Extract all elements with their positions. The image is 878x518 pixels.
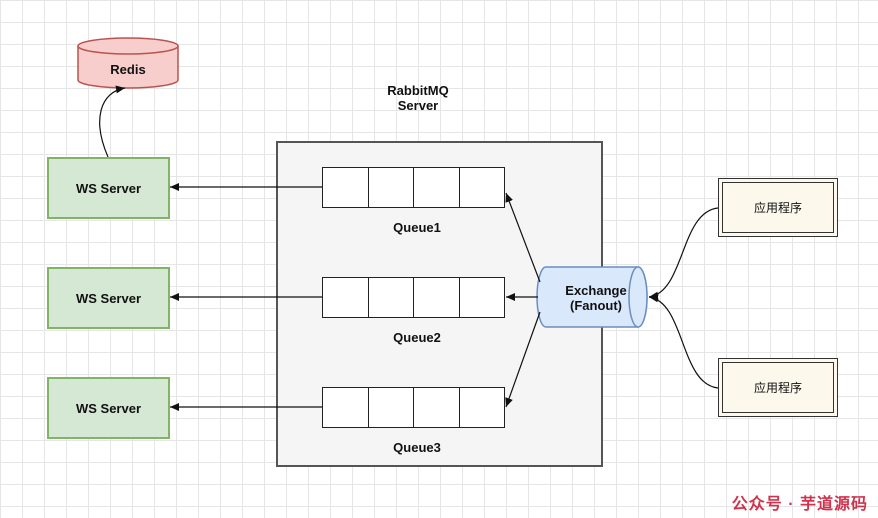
- ws-server-3: WS Server: [47, 377, 170, 439]
- rabbitmq-title-line2: Server: [397, 98, 439, 113]
- application-1: 应用程序: [718, 178, 838, 237]
- queue3-label: Queue3: [393, 440, 441, 455]
- queue2-label: Queue2: [393, 330, 441, 345]
- exchange-cylinder: [536, 266, 648, 328]
- queue1-label: Queue1: [393, 220, 441, 235]
- ws-to-redis-arrow: [99, 85, 126, 158]
- queue2-box: [322, 277, 505, 318]
- application-2: 应用程序: [718, 358, 838, 417]
- exchange-label-line1: Exchange: [565, 283, 627, 298]
- rabbitmq-title: RabbitMQ Server: [368, 83, 468, 113]
- redis-label: Redis: [110, 62, 146, 77]
- exchange-label-line2: (Fanout): [570, 298, 622, 313]
- rabbitmq-title-line1: RabbitMQ: [387, 83, 449, 98]
- app1-to-exchange-arrow: [648, 207, 719, 300]
- app2-to-exchange-arrow: [648, 294, 719, 389]
- exchange-label: Exchange (Fanout): [548, 283, 644, 313]
- watermark: 公众号 · 芋道源码: [731, 496, 868, 513]
- ws-server-2: WS Server: [47, 267, 170, 329]
- queue3-box: [322, 387, 505, 428]
- exchange-to-queue3-arrow: [505, 311, 541, 408]
- ws-server-1: WS Server: [47, 157, 170, 219]
- queue1-box: [322, 167, 505, 208]
- exchange-to-queue1-arrow: [505, 192, 541, 283]
- redis-cylinder: [77, 37, 179, 89]
